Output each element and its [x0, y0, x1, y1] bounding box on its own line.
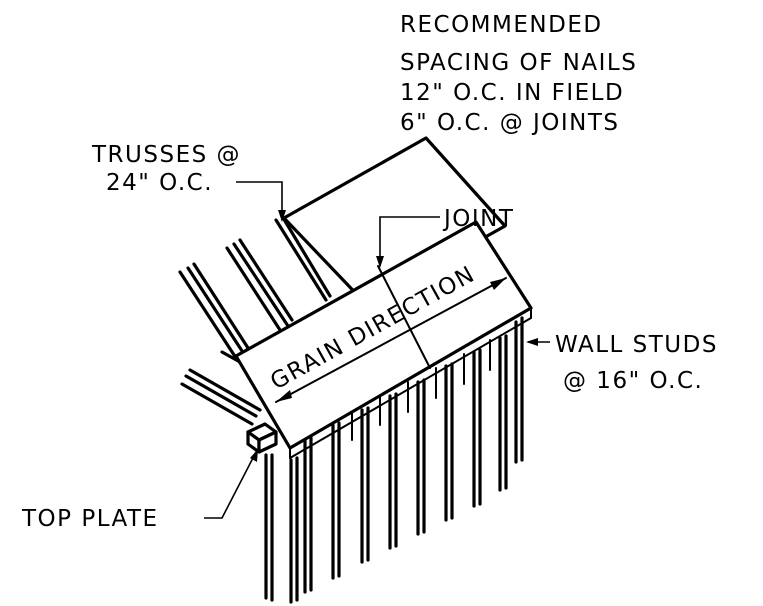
top-plate-label: TOP PLATE	[21, 506, 159, 532]
trusses	[178, 214, 332, 426]
sheathing-panel-upper	[282, 136, 507, 306]
trusses-label-line-1: TRUSSES @	[91, 142, 241, 168]
nailing-note-line-4: 6" O.C. @ JOINTS	[400, 110, 620, 136]
nailing-note-line-3: 12" O.C. IN FIELD	[400, 80, 624, 106]
nailing-note-line-1: RECOMMENDED	[400, 12, 603, 38]
sheathing-panels	[234, 136, 533, 459]
wall-studs-label-line-2: @ 16" O.C.	[563, 368, 703, 394]
trusses-callout: TRUSSES @ 24" O.C.	[91, 142, 286, 222]
wall-studs-label-line-1: WALL STUDS	[555, 332, 718, 358]
joint-callout: JOINT	[376, 206, 514, 268]
nailing-note-line-2: SPACING OF NAILS	[400, 50, 637, 76]
trusses-label-line-2: 24" O.C.	[106, 170, 213, 196]
top-plate	[246, 422, 278, 454]
joint-label: JOINT	[442, 206, 514, 232]
top-plate-callout: TOP PLATE	[21, 449, 258, 532]
panel-joint-line	[377, 265, 431, 369]
nailing-note: RECOMMENDED SPACING OF NAILS 12" O.C. IN…	[400, 12, 637, 136]
wall-studs	[264, 316, 524, 604]
wall-studs-callout: WALL STUDS @ 16" O.C.	[526, 332, 718, 394]
